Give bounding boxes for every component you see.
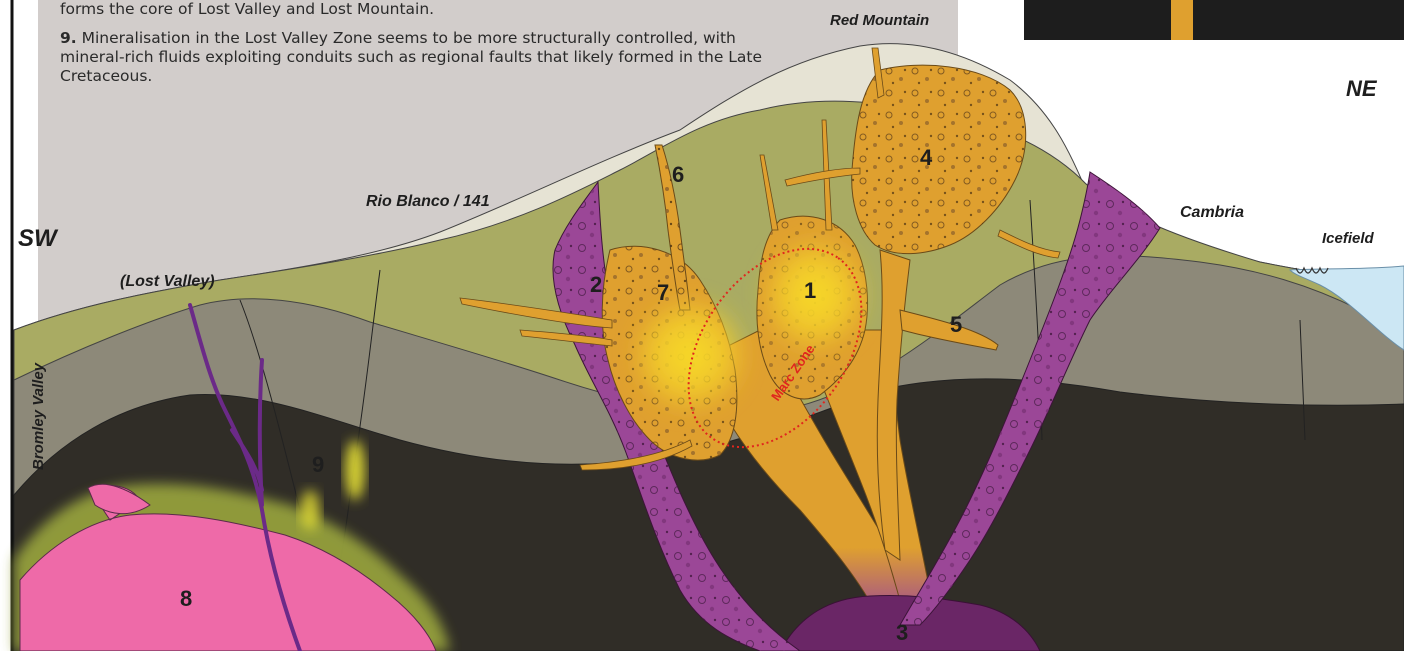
label-red-mountain: Red Mountain [830,12,929,29]
mineral-glow-9a [345,440,365,500]
number-9: 9 [312,452,324,478]
note-9: 9. Mineralisation in the Lost Valley Zon… [60,29,780,86]
label-sw: SW [18,225,57,253]
label-bromley-valley: Bromley Valley [30,363,47,470]
label-ne: NE [1346,76,1377,102]
number-7: 7 [657,280,669,306]
number-2: 2 [590,272,602,298]
number-5: 5 [950,312,962,338]
number-6: 6 [672,162,684,188]
label-cambria: Cambria [1180,204,1244,222]
note-9-text: Mineralisation in the Lost Valley Zone s… [60,29,762,85]
number-4: 4 [920,145,932,171]
label-icefield: Icefield [1322,230,1374,247]
label-rio-blanco: Rio Blanco / 141 [366,193,490,211]
notes-panel: forms the core of Lost Valley and Lost M… [60,0,780,86]
label-lost-valley: (Lost Valley) [120,273,215,291]
number-3: 3 [896,620,908,646]
note-line-top: forms the core of Lost Valley and Lost M… [60,0,780,19]
inset-photo-corner [1024,0,1404,40]
number-1: 1 [804,278,816,304]
inset-photo-stem [1171,0,1193,40]
number-8: 8 [180,586,192,612]
note-9-number: 9. [60,29,77,47]
mineral-glow-9b [300,490,320,530]
